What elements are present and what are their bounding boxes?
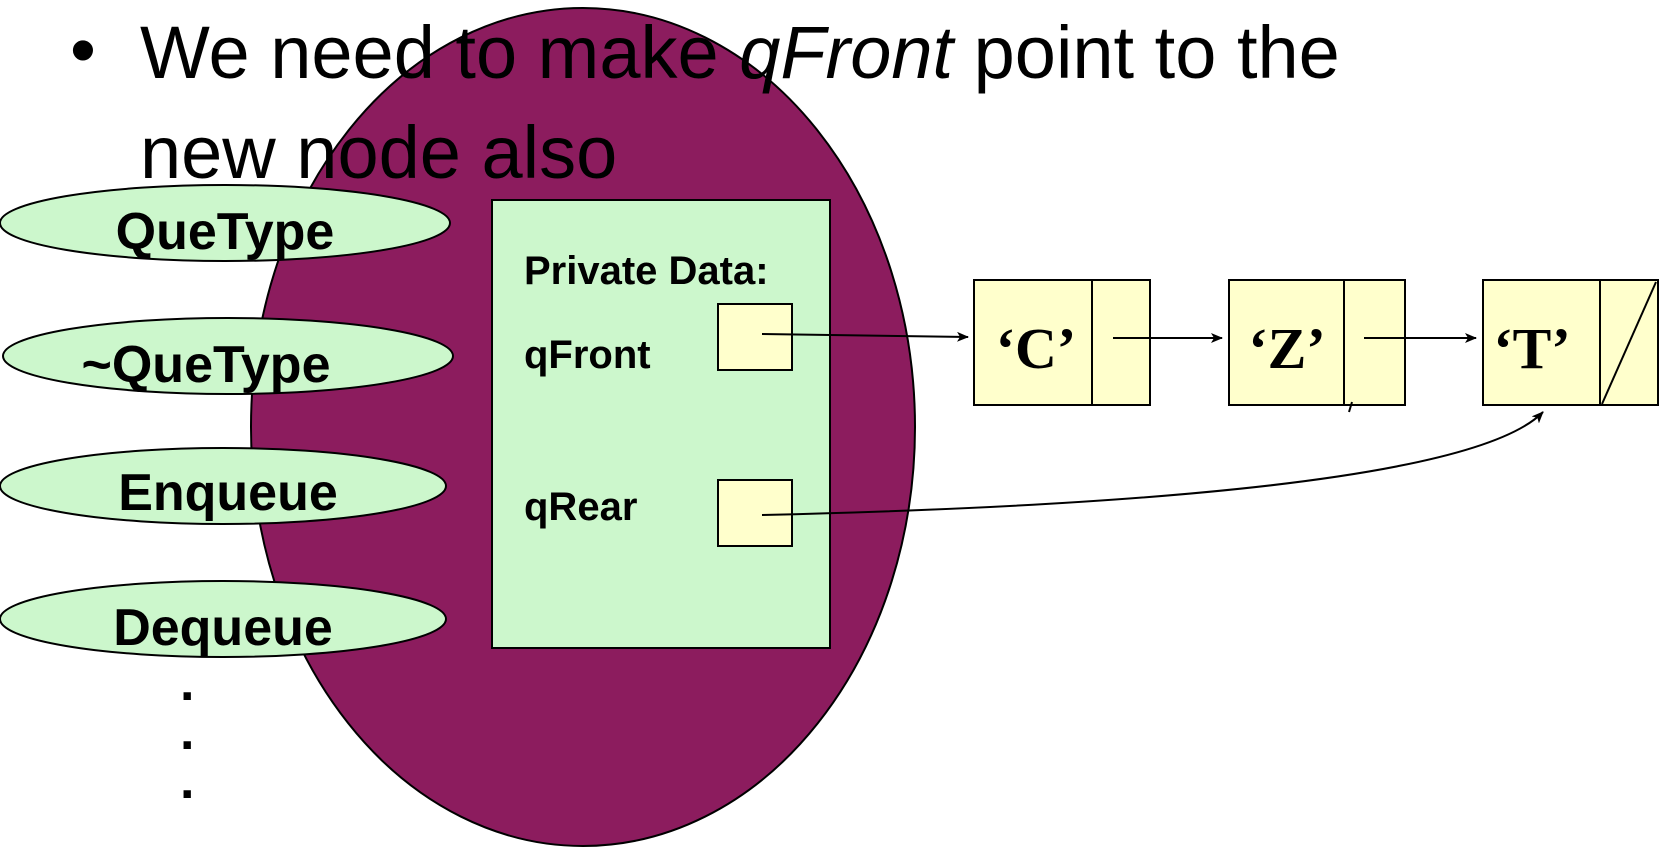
bullet-line-2: new node also [140,111,617,194]
list-node-c: ‘C’ [973,279,1151,406]
method-label: Dequeue [113,599,333,657]
node-value: ‘T’ [1493,316,1570,381]
method-queType[interactable]: QueType [0,184,451,262]
qfront-arrow [761,331,969,342]
bullet-line-1: We need to make qFront point to the [140,11,1340,94]
method-label: QueType [116,203,335,261]
method-destructor[interactable]: ~QueType [2,317,454,395]
qfront-pointer-box [717,303,793,371]
qrear-arrow [761,411,1544,516]
private-data-title: Private Data: [524,249,769,293]
method-enqueue[interactable]: Enqueue [0,447,447,525]
ellipsis-dot: . [180,654,194,712]
node-z-tick [1348,401,1353,413]
qrear-pointer-box [717,479,793,547]
list-node-z: ‘Z’ [1228,279,1406,406]
bullet-text-part1: We need to make [140,11,739,94]
method-dequeue[interactable]: Dequeue [0,580,447,658]
qfront-label: qFront [524,333,651,377]
list-node-t: ‘T’ [1482,279,1659,406]
bullet-text-italic: qFront [739,11,956,94]
ellipsis-dot: . [180,752,194,810]
bullet-marker: • [70,8,96,91]
private-data-panel [491,199,831,649]
qrear-label: qRear [524,485,637,529]
ellipsis-dot: . [180,703,194,761]
bullet-text-part2: point to the [953,11,1340,94]
null-pointer-slash [1601,281,1657,405]
node-value: ‘C’ [996,316,1077,381]
method-label: ~QueType [81,336,330,394]
method-label: Enqueue [118,464,338,522]
node-value: ‘Z’ [1248,316,1325,381]
